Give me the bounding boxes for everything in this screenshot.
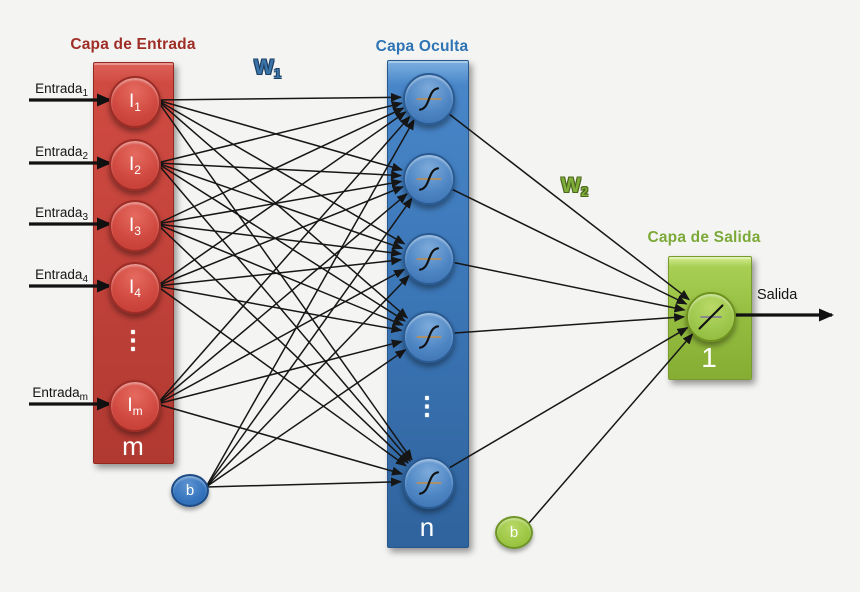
input-node-i1: I1 — [109, 76, 161, 128]
input-node-i1-label: I1 — [129, 90, 141, 114]
output-node — [686, 292, 736, 342]
linear-slope-icon — [698, 304, 724, 330]
output-bias-node: b — [495, 516, 533, 549]
hidden-node-2 — [403, 153, 455, 205]
sigmoid-curve-icon — [416, 471, 442, 495]
input-node-i2: I2 — [109, 139, 161, 191]
input-node-i2-label: I2 — [129, 153, 141, 177]
input-label-2: Entrada2 — [35, 144, 88, 162]
output-label: Salida — [757, 287, 798, 303]
hidden-layer-ellipsis: ⋮ — [414, 392, 440, 420]
sigmoid-curve-icon — [416, 87, 442, 111]
input-node-i4-label: I4 — [129, 276, 141, 300]
output-layer-title: Capa de Salida — [647, 229, 761, 246]
hidden-node-n — [403, 457, 455, 509]
weights-w1-label: W1 — [254, 57, 281, 80]
input-layer-title: Capa de Entrada — [70, 36, 196, 53]
hidden-node-1 — [403, 73, 455, 125]
w1-base: W — [254, 56, 274, 79]
hidden-bias-node: b — [171, 474, 209, 507]
sigmoid-curve-icon — [416, 167, 442, 191]
input-node-i3-label: I3 — [129, 214, 141, 238]
input-label-3: Entrada3 — [35, 205, 88, 223]
input-node-im-label: Im — [127, 394, 143, 418]
input-label-1: Entrada1 — [35, 81, 88, 99]
w1-subscript: 1 — [273, 66, 282, 81]
sigmoid-curve-icon — [416, 247, 442, 271]
sigmoid-curve-icon — [416, 325, 442, 349]
hidden-layer-count: n — [419, 512, 435, 542]
input-layer-count: m — [122, 431, 144, 461]
hidden-layer-title: Capa Oculta — [375, 38, 469, 55]
input-label-m: Entradam — [32, 385, 88, 403]
w2-subscript: 2 — [580, 184, 589, 199]
weights-w2-label: W2 — [561, 175, 588, 198]
w2-base: W — [561, 174, 581, 197]
output-layer-count: 1 — [701, 342, 717, 373]
input-node-i4: I4 — [109, 262, 161, 314]
input-node-i3: I3 — [109, 200, 161, 252]
hidden-node-3 — [403, 233, 455, 285]
hidden-node-4 — [403, 311, 455, 363]
input-label-4: Entrada4 — [35, 267, 88, 285]
input-layer-ellipsis: ⋮ — [120, 326, 146, 354]
input-node-im: Im — [109, 380, 161, 432]
